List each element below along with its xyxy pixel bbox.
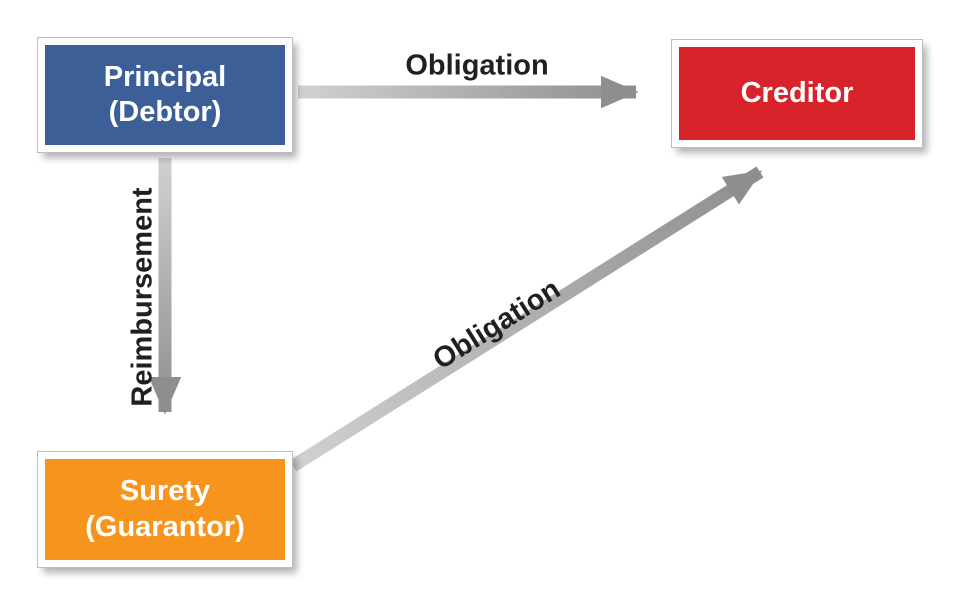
edge-label-obligation-top: Obligation	[405, 49, 549, 82]
surety-label: Surety (Guarantor)	[85, 474, 245, 545]
principal-label: Principal (Debtor)	[104, 60, 227, 131]
principal-label-line1: Principal	[103, 60, 227, 93]
edge-label-reimbursement: Reimbursement	[126, 187, 159, 407]
node-surety-guarantor: Surety (Guarantor)	[38, 452, 292, 567]
surety-label-line1: Surety	[119, 475, 211, 508]
node-creditor: Creditor	[672, 40, 922, 147]
node-principal-debtor: Principal (Debtor)	[38, 38, 292, 152]
creditor-label: Creditor	[740, 76, 854, 109]
obligation-arrow-surety-to-creditor	[289, 166, 764, 472]
principal-label-line2: (Debtor)	[108, 96, 222, 128]
surety-label-line2: (Guarantor)	[85, 510, 245, 543]
